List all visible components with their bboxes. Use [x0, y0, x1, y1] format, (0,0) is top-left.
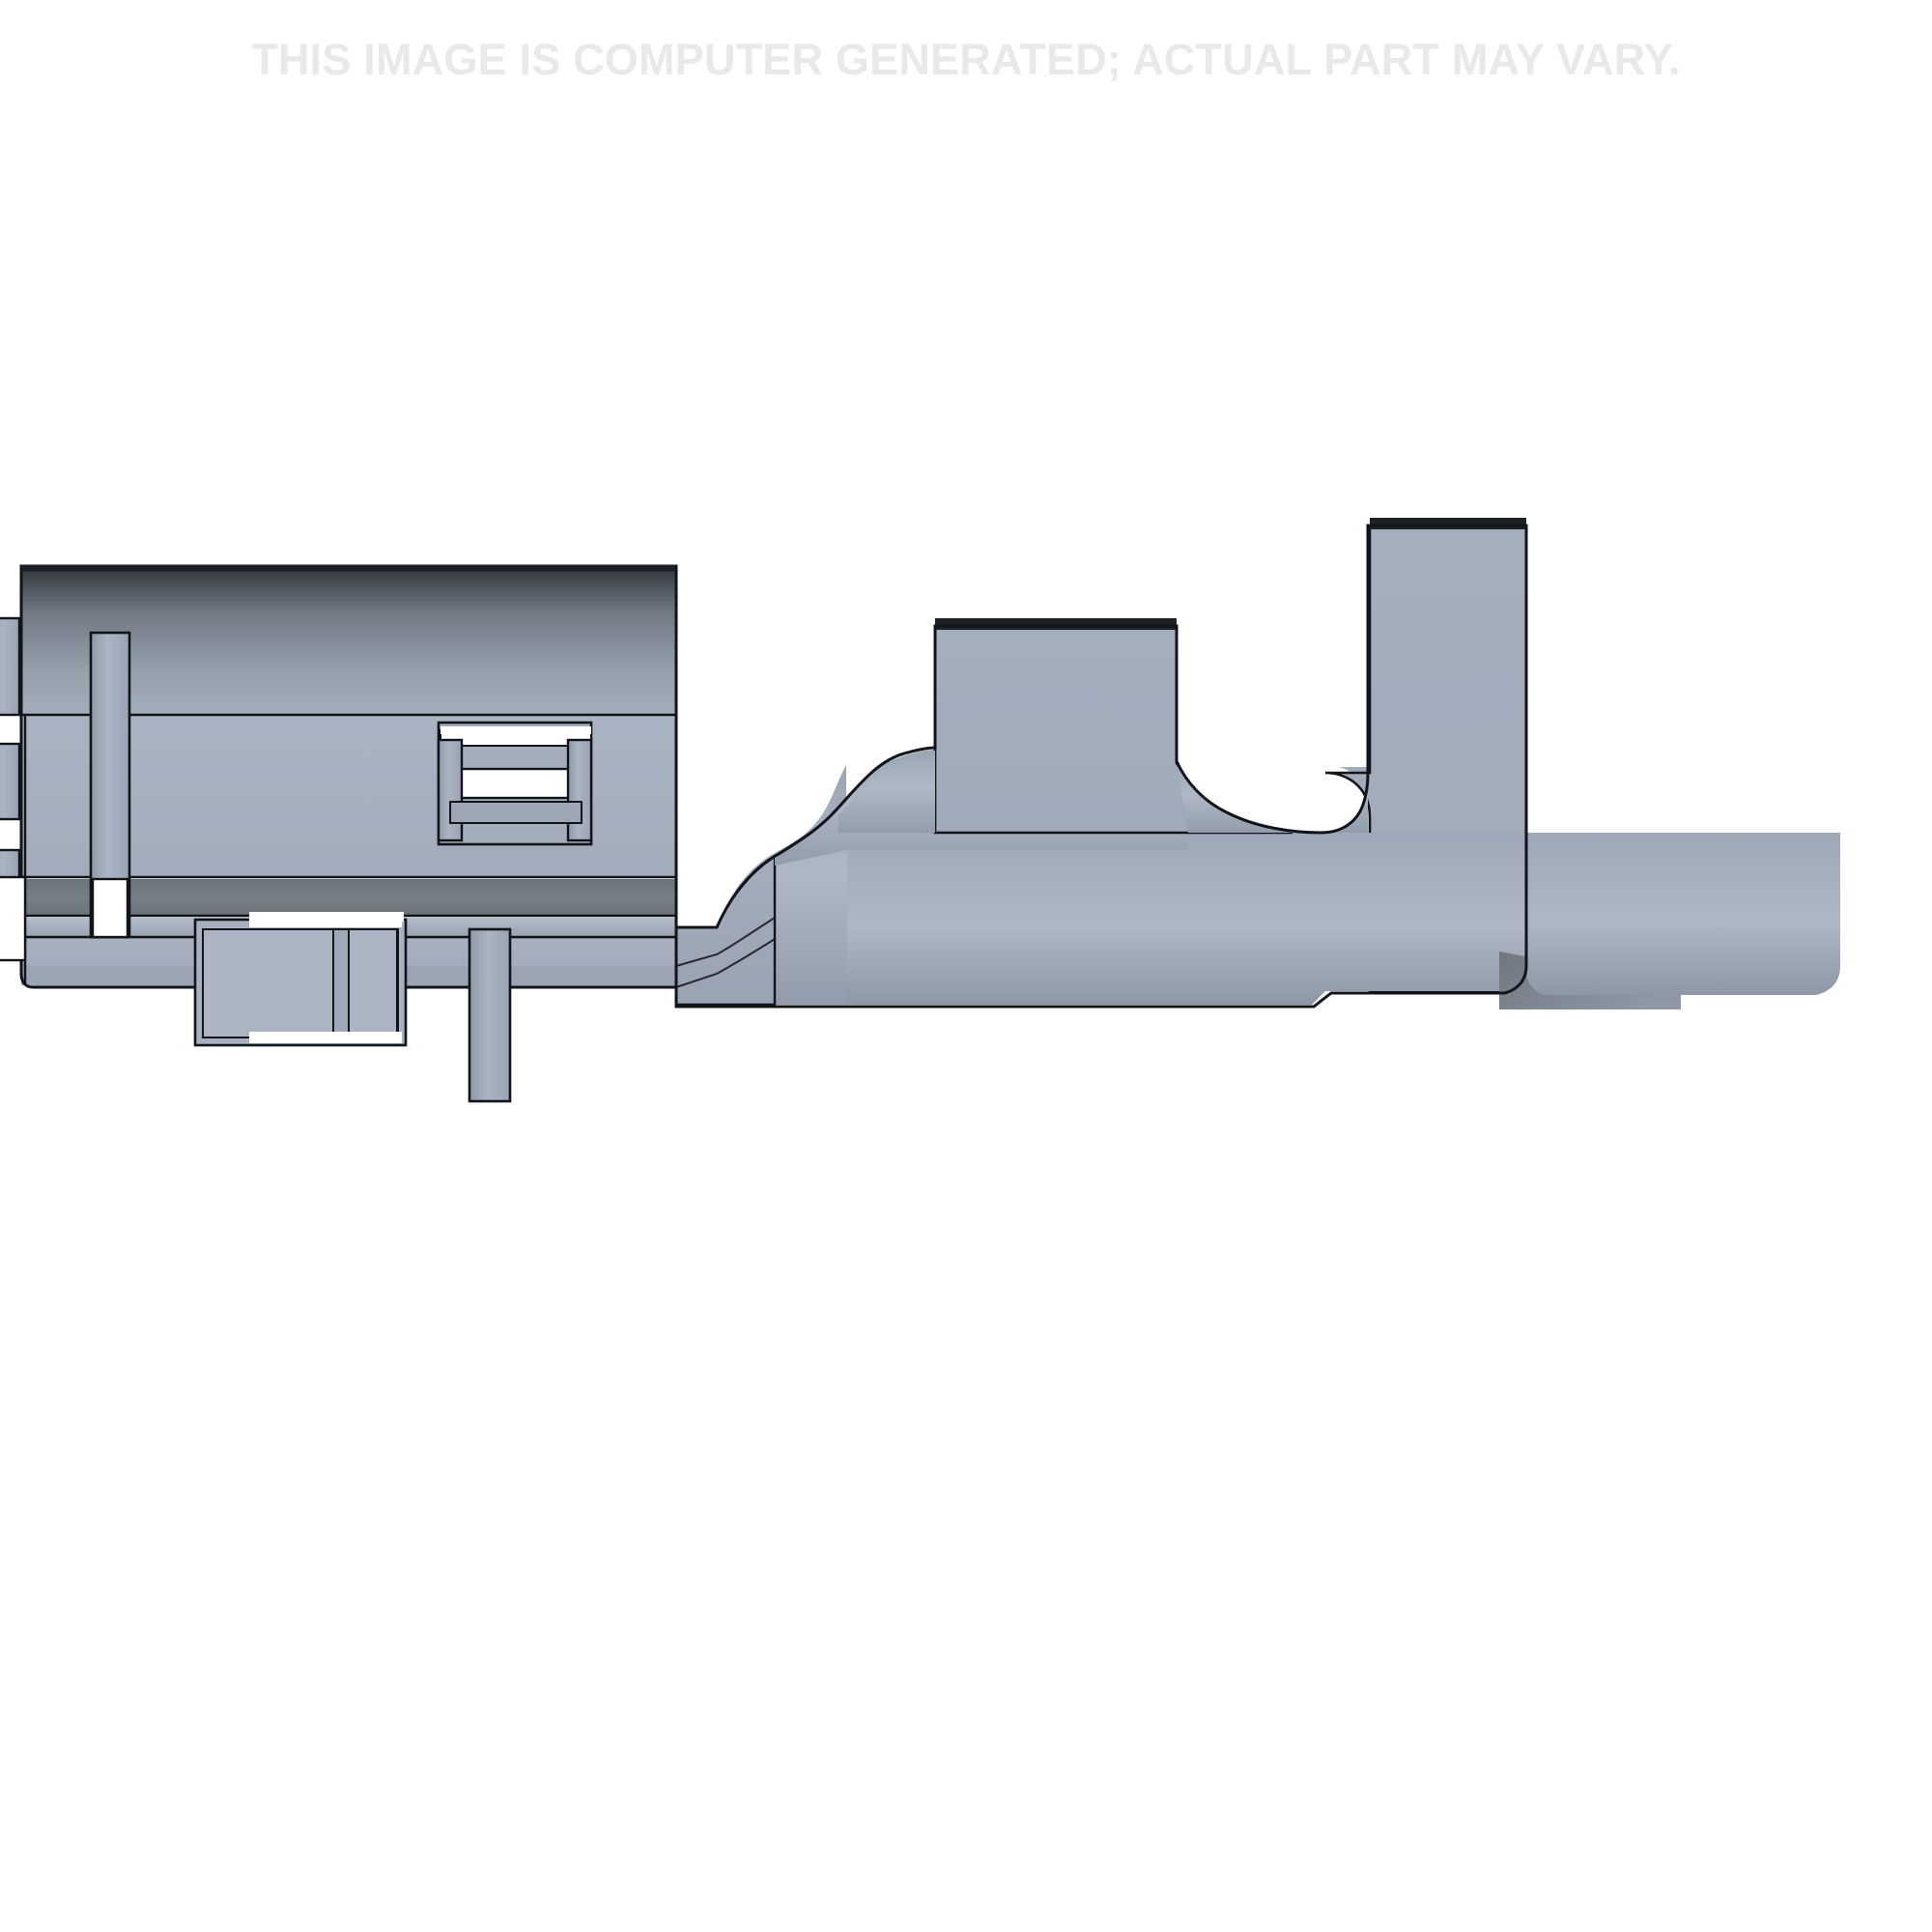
- recess-upper-highlight: [249, 912, 404, 922]
- retention-window-lower-bar: [449, 801, 582, 824]
- neck-fold-line-b: [675, 917, 776, 967]
- detail-highlights: [249, 726, 591, 922]
- side-recess-bottom-slot: [249, 1032, 402, 1043]
- retention-window-right-rail: [566, 738, 593, 842]
- neck-fold-line-a: [675, 938, 776, 988]
- wing-valley: [1177, 763, 1368, 833]
- crimp-outer-silhouette: [674, 524, 1528, 1009]
- top-face-highlight: [440, 726, 591, 734]
- barrel-right-end: [1526, 833, 1840, 995]
- side-recess-divider-2: [348, 928, 398, 1038]
- wire-wing-top-edge: [935, 618, 1177, 630]
- wire-crimp-wing: [933, 624, 1293, 835]
- left-flange-upper: [0, 616, 21, 717]
- left-flange-mid: [0, 742, 21, 821]
- side-recess-divider: [332, 928, 350, 1038]
- left-edge-notch: [0, 875, 27, 962]
- computer-generated-disclaimer: THIS IMAGE IS COMPUTER GENERATED; ACTUAL…: [251, 35, 1681, 84]
- insulation-wing-top-edge: [1370, 518, 1526, 529]
- crimp-barrel-assembly: [674, 518, 1840, 1009]
- secondary-rib: [468, 927, 512, 1103]
- box-top-chamfer: [21, 566, 676, 715]
- retention-window: [437, 721, 593, 846]
- box-outline: [19, 564, 678, 989]
- insulation-barrel-lower: [1312, 833, 1526, 1005]
- retention-window-left-rail: [437, 738, 464, 842]
- crimp-silhouette-overlay: [674, 524, 1528, 1009]
- wire-wing-left-fillet: [838, 751, 935, 833]
- vertical-rib-window: [91, 877, 129, 939]
- retention-window-opening: [448, 767, 583, 800]
- contact-box-body: [0, 564, 678, 1103]
- crimp-barrel-base: [847, 833, 1449, 1005]
